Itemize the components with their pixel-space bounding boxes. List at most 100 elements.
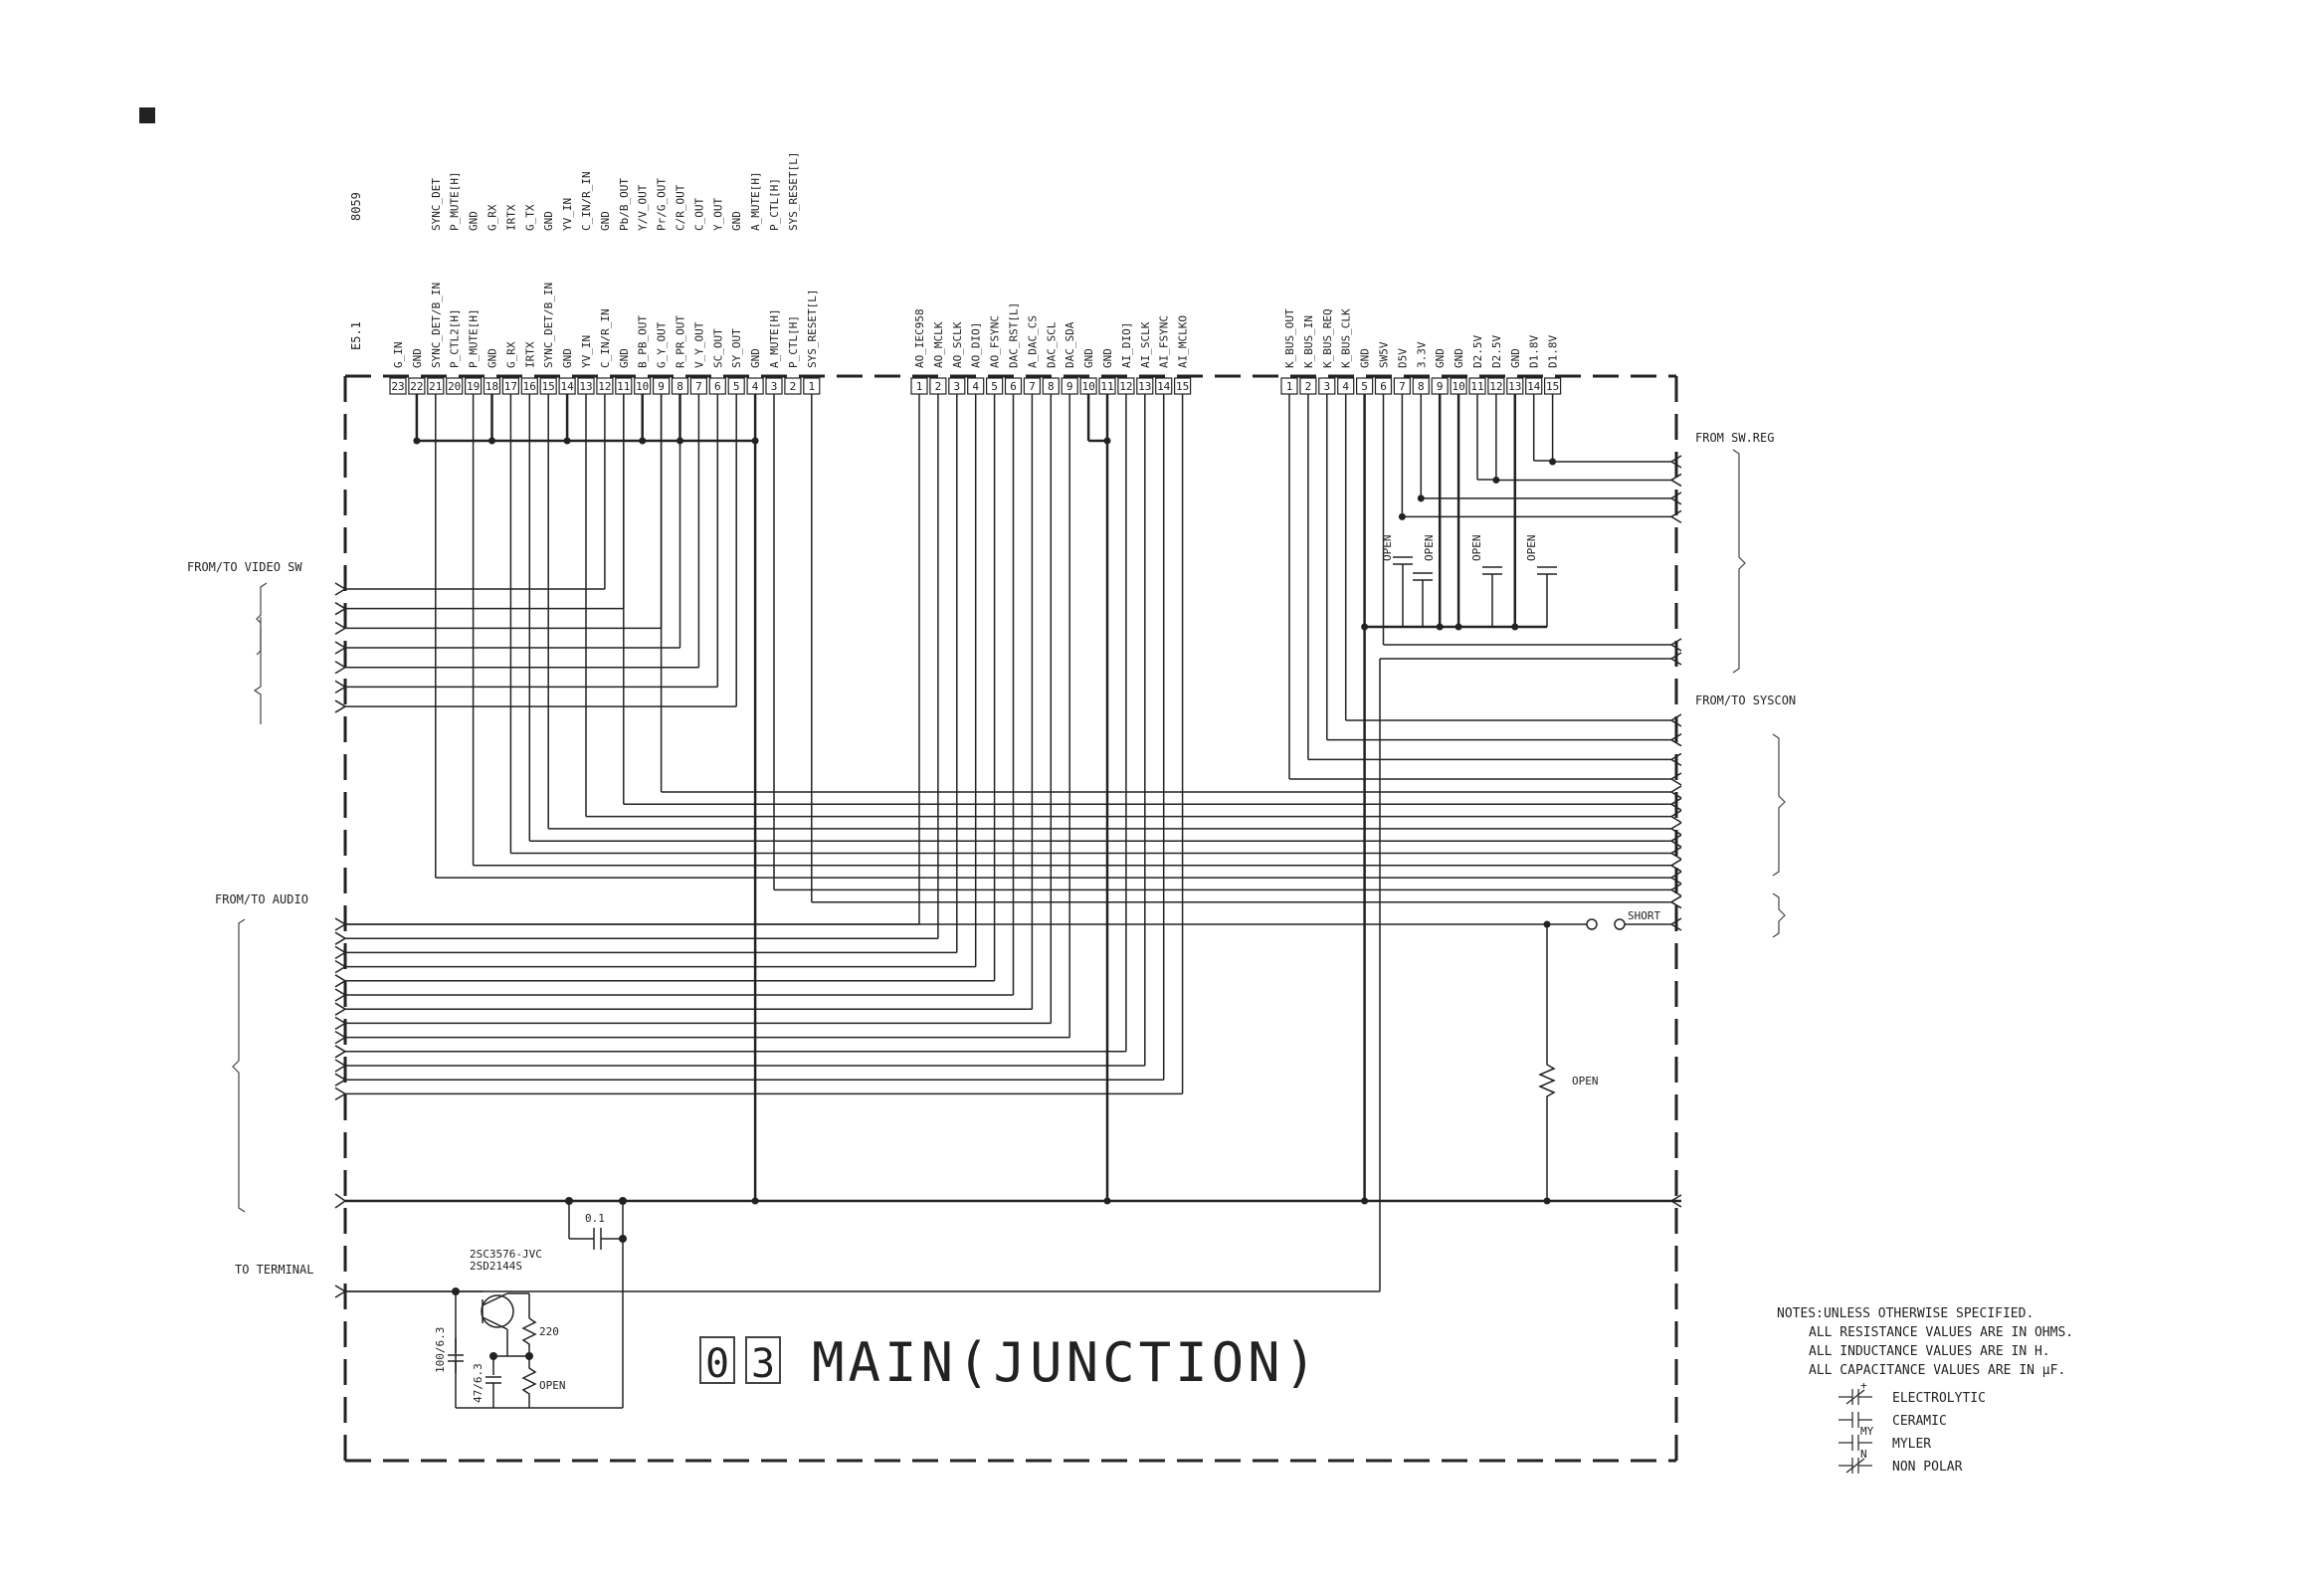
pin-signal-label: AO_MCLK: [932, 321, 945, 368]
pin-number: 20: [448, 380, 461, 393]
transistor-body: [481, 1294, 514, 1328]
legend-item: +ELECTROLYTIC: [1839, 1379, 1986, 1406]
pin-signal-label: AO_DIO]: [970, 322, 983, 368]
header-label-e51: E5.1: [349, 321, 363, 350]
pin-signal-label: 3.3V: [1415, 341, 1428, 368]
short-label: SHORT: [1628, 909, 1660, 922]
pin-signal-label-alt: C_OUT: [692, 198, 705, 231]
short-jumper: [1586, 918, 1626, 930]
pin-signal-label: YV_IN: [580, 335, 593, 368]
pin-number: 18: [485, 380, 498, 393]
pin-number: 15: [1176, 380, 1189, 393]
pin-signal-label: K_BUS_REQ: [1321, 308, 1334, 368]
connector-3-pin-14: 14 D1.8V: [1525, 335, 1543, 395]
pin-signal-label-alt: YV_IN: [561, 198, 574, 231]
ground-bus-left-arrow: [334, 1193, 346, 1202]
pin-signal-label: GND: [1452, 348, 1465, 368]
pin-number: 23: [391, 380, 404, 393]
connector-3-pin-2: 2K_BUS_IN: [1299, 315, 1317, 395]
board-title: MAIN(JUNCTION): [812, 1331, 1320, 1394]
pin-signal-label-alt: GND: [542, 211, 555, 231]
pin-number: 1: [916, 380, 923, 393]
pin-number: 3: [1323, 380, 1330, 393]
terminal-circuit-dots: [452, 1197, 627, 1360]
pin-number: 6: [1380, 380, 1387, 393]
pin-signal-label: K_BUS_OUT: [1283, 308, 1296, 368]
open-capacitors: [1393, 556, 1557, 627]
pin-number: 3: [953, 380, 960, 393]
pin-signal-label: AI_SCLK: [1139, 321, 1152, 368]
transistor-part-1: 2SC3576-JVC: [470, 1248, 542, 1261]
legend-mark: N: [1860, 1448, 1867, 1461]
pin-number: 7: [695, 380, 702, 393]
connector-3-pin-3: 3 K_BUS_REQ: [1318, 308, 1336, 395]
open-resistor: [1538, 1057, 1556, 1104]
pin-signal-label: GND: [1101, 348, 1114, 368]
pin-number: 12: [1119, 380, 1132, 393]
pin-signal-label: GND: [1434, 348, 1447, 368]
open-resistor-label: OPEN: [1572, 1075, 1599, 1087]
pin-signal-label: K_BUS_CLK: [1340, 308, 1353, 368]
pin-number: 14: [560, 380, 574, 393]
resistor-220-label: 220: [539, 1325, 559, 1338]
pin-number: 5: [733, 380, 740, 393]
pin-signal-label: D1.8V: [1528, 335, 1541, 368]
pin-signal-label: D2.5V: [1471, 335, 1484, 368]
pin-number: 8: [677, 380, 683, 393]
pin-number: 10: [1452, 380, 1464, 393]
pin-signal-label: P_CTL[H]: [787, 315, 800, 368]
note-line-1: NOTES:UNLESS OTHERWISE SPECIFIED.: [1777, 1306, 2034, 1321]
note-line-4: ALL CAPACITANCE VALUES ARE IN µF.: [1809, 1363, 2065, 1378]
pin-signal-label: P_MUTE[H]: [468, 308, 481, 368]
pin-signal-label-alt: Pr/G_OUT: [656, 178, 669, 231]
pin-signal-label: K_BUS_IN: [1302, 315, 1315, 368]
pin-number: 8: [1418, 380, 1425, 393]
pin-number: 15: [542, 380, 555, 393]
pin-number: 7: [1399, 380, 1406, 393]
junction-dot: [1543, 920, 1551, 928]
pin-signal-label: GND: [1359, 348, 1372, 368]
pin-number: 5: [1361, 380, 1368, 393]
pin-signal-label-alt: P_MUTE[H]: [449, 171, 462, 231]
cap-open-label-4: OPEN: [1525, 535, 1538, 562]
legend-mark: +: [1860, 1379, 1867, 1392]
pin-number: 9: [658, 380, 665, 393]
pin-signal-label: AI_MCLKO: [1177, 315, 1190, 368]
board-number-digit-1: 0: [705, 1341, 729, 1387]
junction-dot: [1103, 437, 1111, 445]
pin-number: 15: [1546, 380, 1559, 393]
board-number-box-1: [699, 1336, 735, 1384]
pin-signal-label: P_CTL2[H]: [449, 308, 462, 368]
connector-1-pin-19: 19P_MUTE[H]GND: [465, 211, 483, 395]
connector-3-pin-5: 5 GND: [1355, 348, 1374, 395]
pin-number: 13: [1138, 380, 1151, 393]
connector-1-pin-3: 3A_MUTE[H]P_CTL[H]: [765, 178, 783, 395]
junction-dot: [1417, 494, 1425, 502]
pin-signal-label: DAC_SDA: [1064, 321, 1076, 368]
pin-signal-label: DAC_RST[L]: [1008, 302, 1021, 368]
pin-signal-label: G_IN: [392, 342, 405, 369]
pin-signal-label-alt: G_RX: [486, 204, 499, 231]
pin-number: 14: [1527, 380, 1541, 393]
pin-signal-label: GND: [1509, 348, 1522, 368]
pin-signal-label: SC_OUT: [711, 328, 724, 368]
board-number-digit-2: 3: [751, 1341, 775, 1387]
pin-number: 8: [1048, 380, 1055, 393]
pin-number: 10: [1081, 380, 1094, 393]
